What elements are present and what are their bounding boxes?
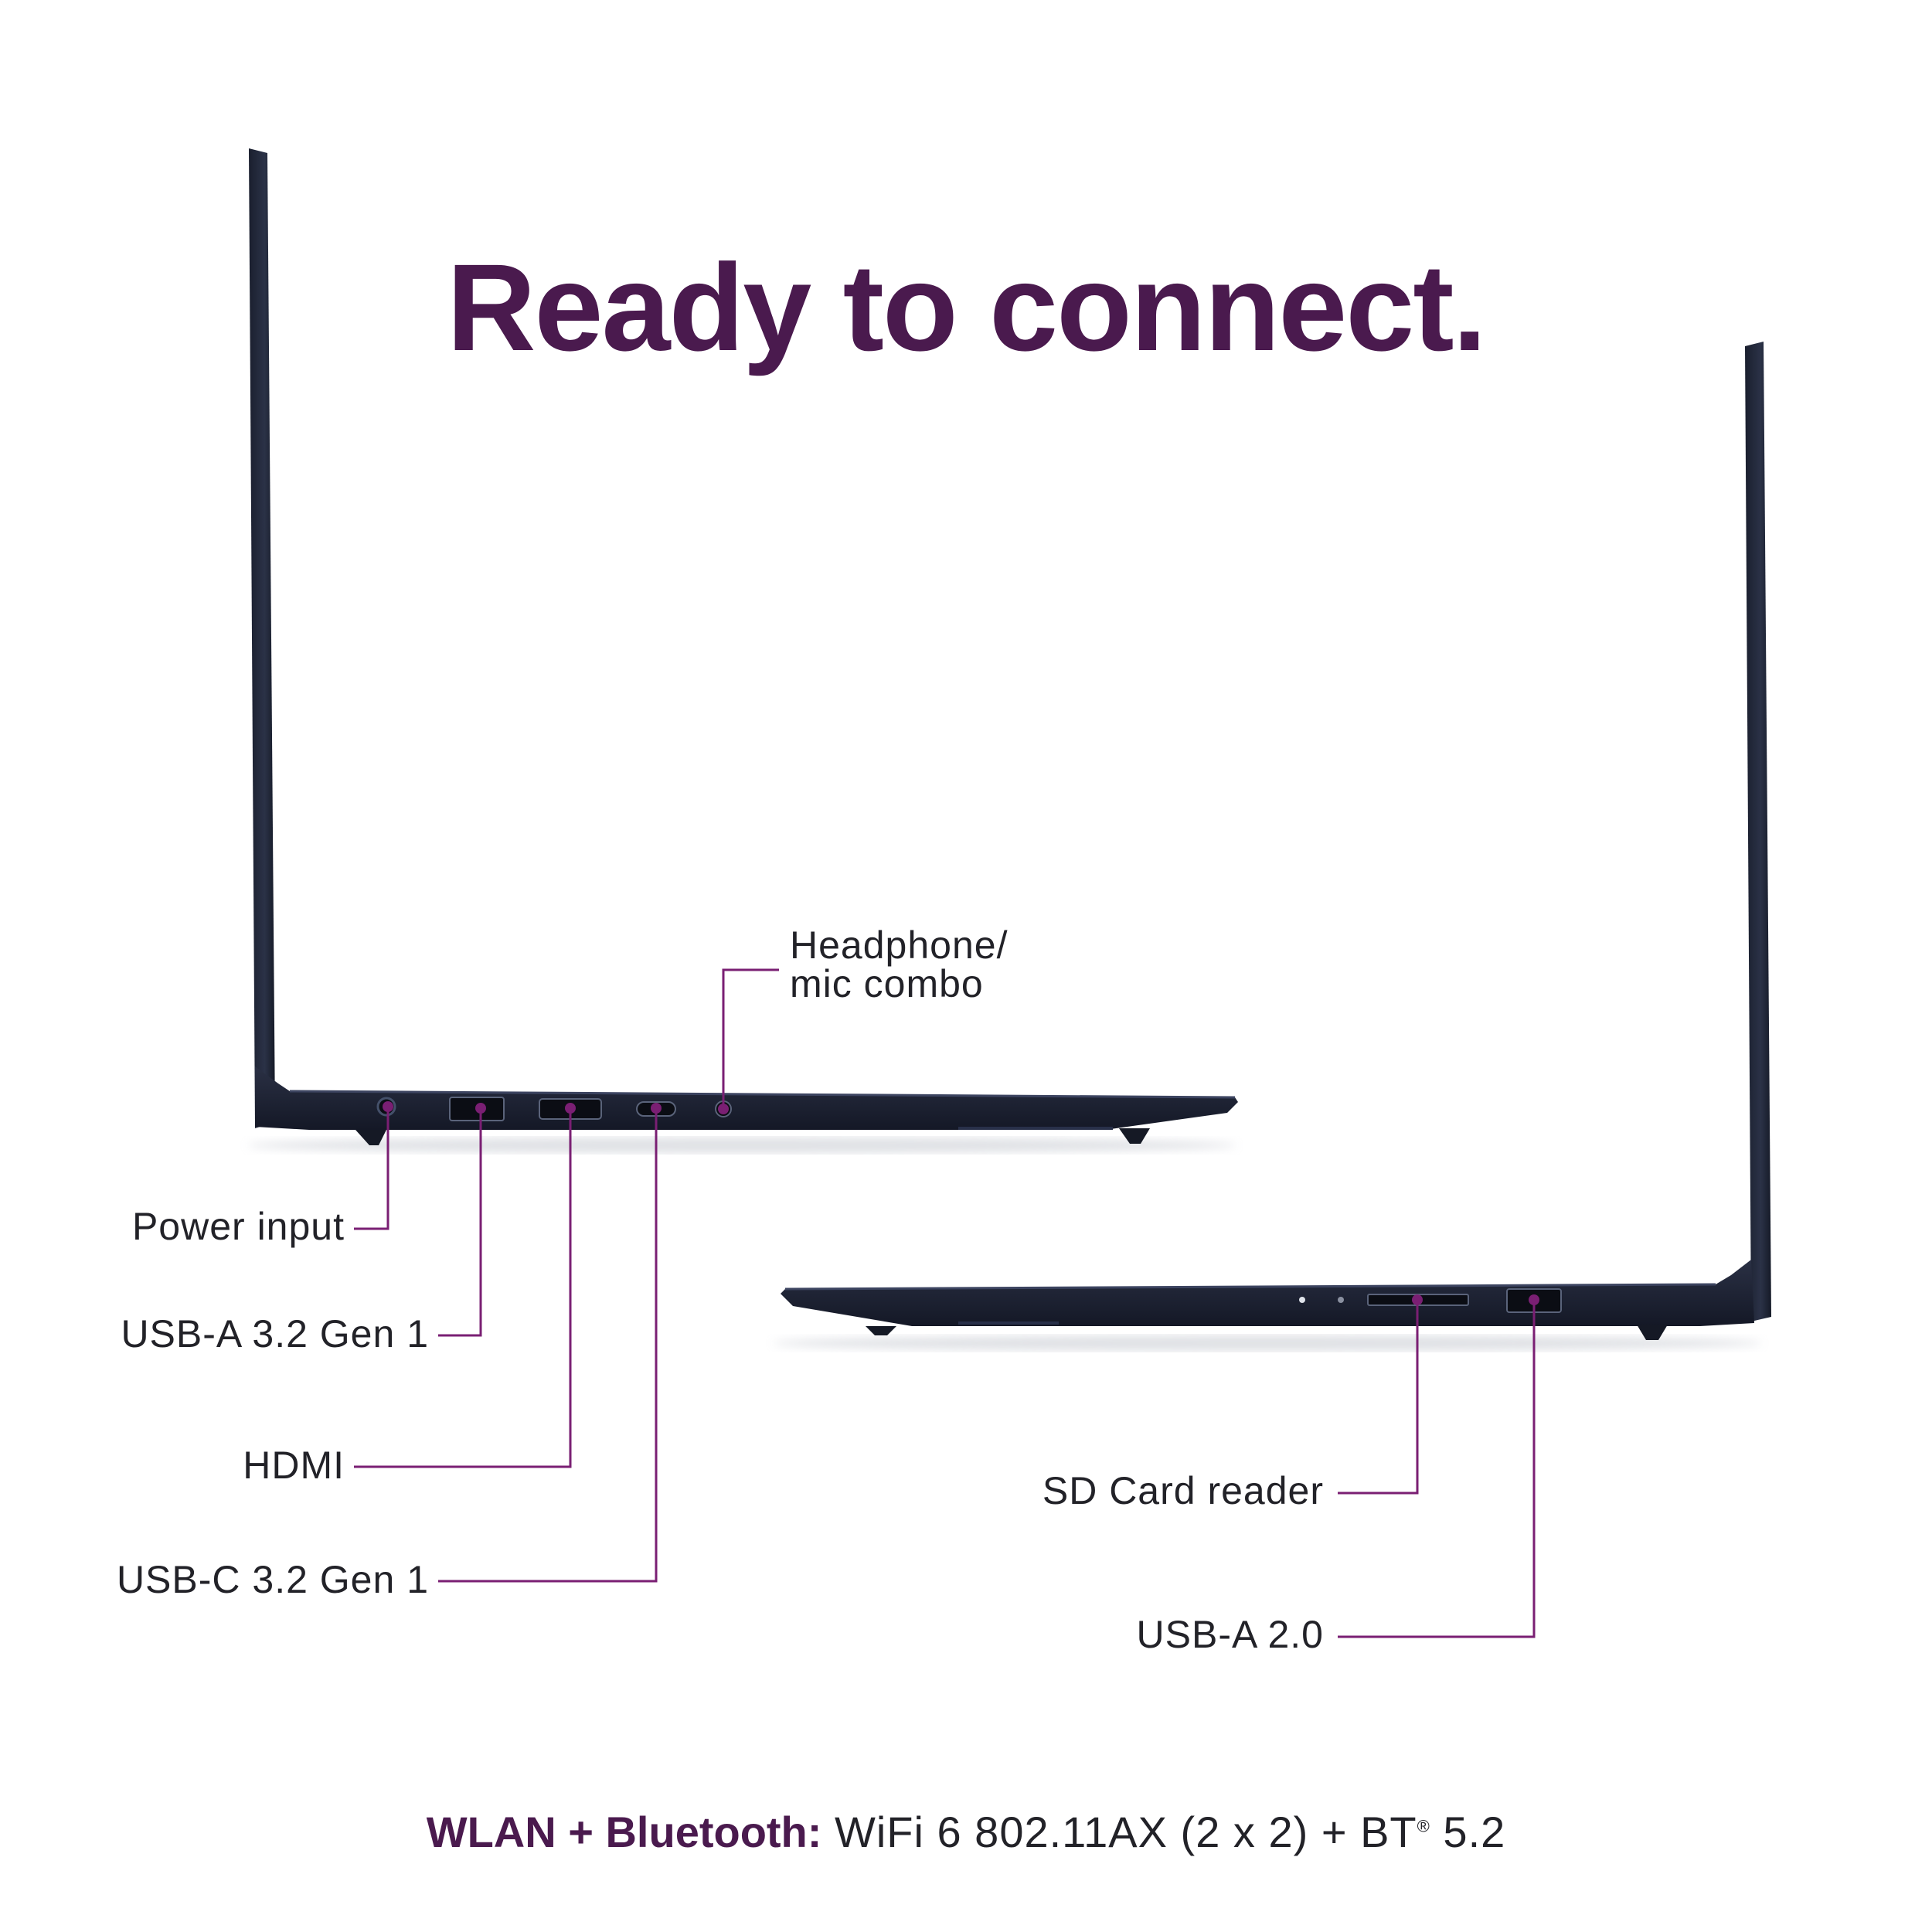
usb-c-32-label: USB-C 3.2 Gen 1 — [116, 1558, 429, 1601]
callout-line-power — [354, 1107, 389, 1230]
left-laptop — [247, 148, 1238, 1153]
callout-dots — [383, 1101, 1539, 1305]
left-lid — [249, 148, 275, 1128]
callout-line-sd-card — [1338, 1300, 1419, 1495]
usb-a-32-label: USB-A 3.2 Gen 1 — [121, 1312, 429, 1355]
sd-card-label: SD Card reader — [1042, 1469, 1324, 1512]
right-base — [781, 1260, 1754, 1326]
footer-value-main: WiFi 6 802.11AX (2 x 2) + BT — [821, 1808, 1417, 1856]
headphone-label-line1: Headphone/ — [790, 923, 1009, 967]
footer-value-end: 5.2 — [1430, 1808, 1506, 1856]
right-vent — [958, 1321, 1059, 1325]
footer-value: WiFi 6 802.11AX (2 x 2) + BT® 5.2 — [821, 1808, 1505, 1856]
headphone-label-line2: mic combo — [790, 962, 984, 1005]
callout-line-headphone — [722, 968, 779, 1109]
footer-key: WLAN + Bluetooth: — [426, 1808, 822, 1856]
headline: Ready to connect. — [446, 238, 1487, 376]
headphone-label: Headphone/ mic combo — [790, 926, 1008, 1003]
callout-line-usb-a-20 — [1338, 1300, 1536, 1638]
footer-spec: WLAN + Bluetooth: WiFi 6 802.11AX (2 x 2… — [0, 1807, 1932, 1857]
power-input-label: Power input — [131, 1205, 345, 1248]
right-lid — [1745, 342, 1771, 1321]
callout-line-hdmi — [354, 1108, 572, 1468]
right-laptop — [773, 342, 1771, 1351]
hdmi-label: HDMI — [243, 1444, 345, 1487]
callout-lines — [354, 968, 1536, 1638]
left-base — [255, 1066, 1238, 1130]
usb-a-20-label: USB-A 2.0 — [1136, 1613, 1324, 1656]
callout-line-usb-a-32 — [438, 1108, 482, 1337]
left-vent — [958, 1127, 1113, 1130]
callout-line-usb-c — [438, 1108, 658, 1583]
registered-mark: ® — [1417, 1816, 1430, 1836]
